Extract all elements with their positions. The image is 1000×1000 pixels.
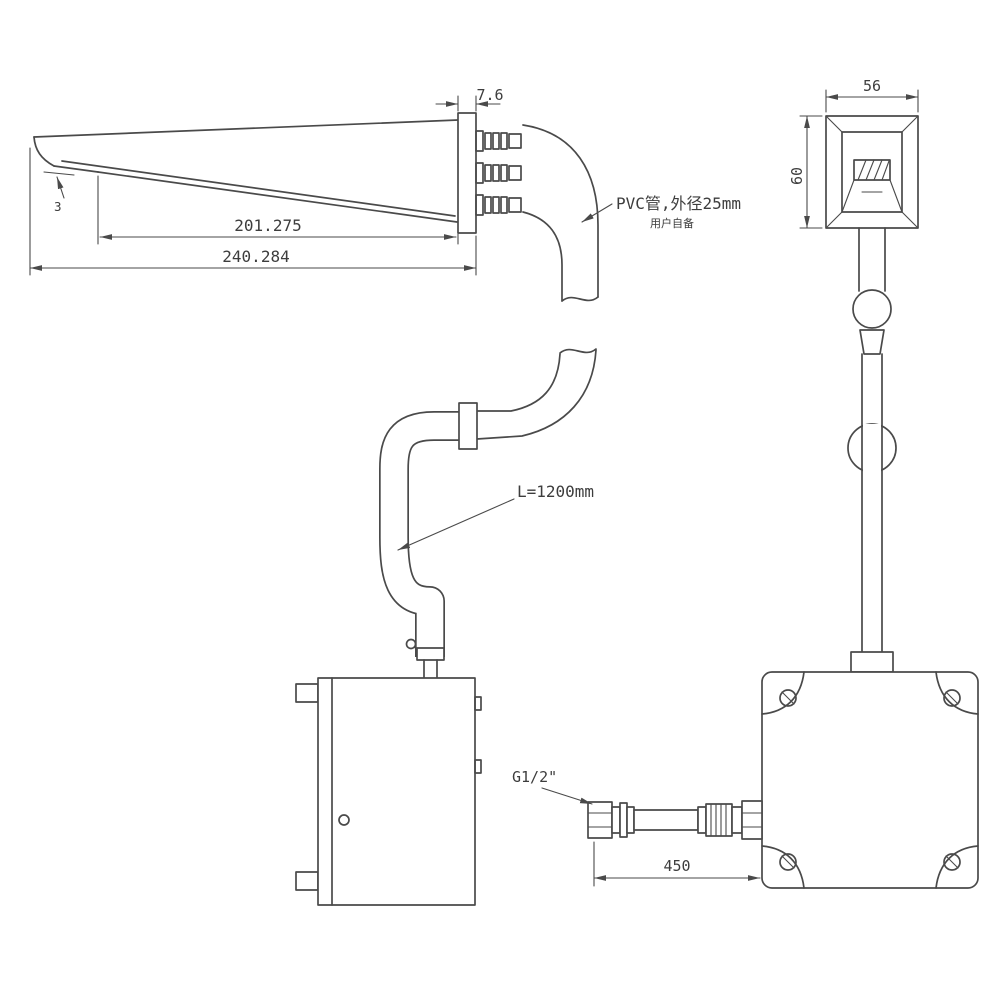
pipe-break-top [561, 296, 599, 302]
pipe-coupling [458, 402, 478, 450]
control-box-left [295, 638, 482, 906]
hose-knurl [705, 803, 733, 837]
corner-bracket [761, 845, 805, 889]
dim-spout-overall-reach: 240.284 [222, 247, 289, 266]
hex-nut-right [741, 800, 763, 840]
control-box-left-body [317, 677, 476, 906]
control-box-right [761, 671, 979, 889]
box-hole [338, 814, 350, 826]
spout-mounting-plate [457, 112, 477, 234]
dimensions-annotations: 7.6 201.275 240.284 3 PVC管,外径25mm 用户自备 L… [29, 77, 919, 887]
sensor-eye [853, 159, 891, 181]
sensor-window-inner [841, 131, 903, 213]
sensor-window [825, 115, 919, 229]
flexible-hose-body [380, 412, 459, 657]
box-side-lug-top [474, 696, 482, 711]
control-box-right-body [761, 671, 979, 889]
fitting-stem [423, 659, 438, 679]
screw [779, 689, 797, 707]
mounting-tab-top [295, 683, 319, 703]
label-hose-length: L=1200mm [517, 482, 594, 501]
pvc-drain-pipe [379, 124, 599, 657]
screw [943, 853, 961, 871]
pipe-lower [861, 353, 883, 653]
box-side-lug-bottom [474, 759, 482, 774]
spout-lip [53, 165, 99, 173]
sensor-supply-pipe [847, 227, 897, 673]
joint-collar [859, 329, 885, 355]
ball-joint [852, 289, 892, 329]
dim-spout-lip: 3 [54, 199, 62, 214]
spout-bottom-edge [97, 171, 458, 223]
dim-sensor-height: 60 [788, 167, 806, 185]
spout-mouth [33, 136, 55, 167]
mounting-tab-bottom [295, 871, 319, 891]
bleed-screw [405, 638, 417, 650]
hose-tube [633, 809, 699, 831]
screw [943, 689, 961, 707]
label-inlet-thread: G1/2" [512, 768, 557, 786]
pipe-flange [850, 651, 894, 673]
pipe-outer-wall-lower [476, 349, 597, 440]
pipe-upper [858, 227, 886, 292]
wall-spout-side-view [33, 112, 477, 234]
corner-bracket [935, 671, 979, 715]
label-pvc-pipe: PVC管,外径25mm [616, 194, 741, 213]
pipe-inner-wall [522, 211, 563, 302]
pipe-break-bottom [559, 348, 597, 354]
spout-inner-edge [61, 160, 456, 217]
dim-plate-thickness: 7.6 [476, 86, 503, 104]
dim-spout-inner-reach: 201.275 [234, 216, 301, 235]
pipe-outer-wall [522, 124, 599, 298]
inlet-hose [587, 800, 763, 840]
spout-top-edge [33, 119, 459, 138]
label-pvc-pipe-note: 用户自备 [650, 216, 694, 230]
hex-nut-left [587, 801, 613, 839]
pipe-inner-wall-lower [476, 353, 561, 412]
screw [779, 853, 797, 871]
spout-hose-connectors [475, 130, 522, 216]
dim-inlet-hose-length: 450 [663, 857, 690, 875]
hose-fitting-cap [416, 647, 445, 661]
dim-sensor-width: 56 [863, 77, 881, 95]
